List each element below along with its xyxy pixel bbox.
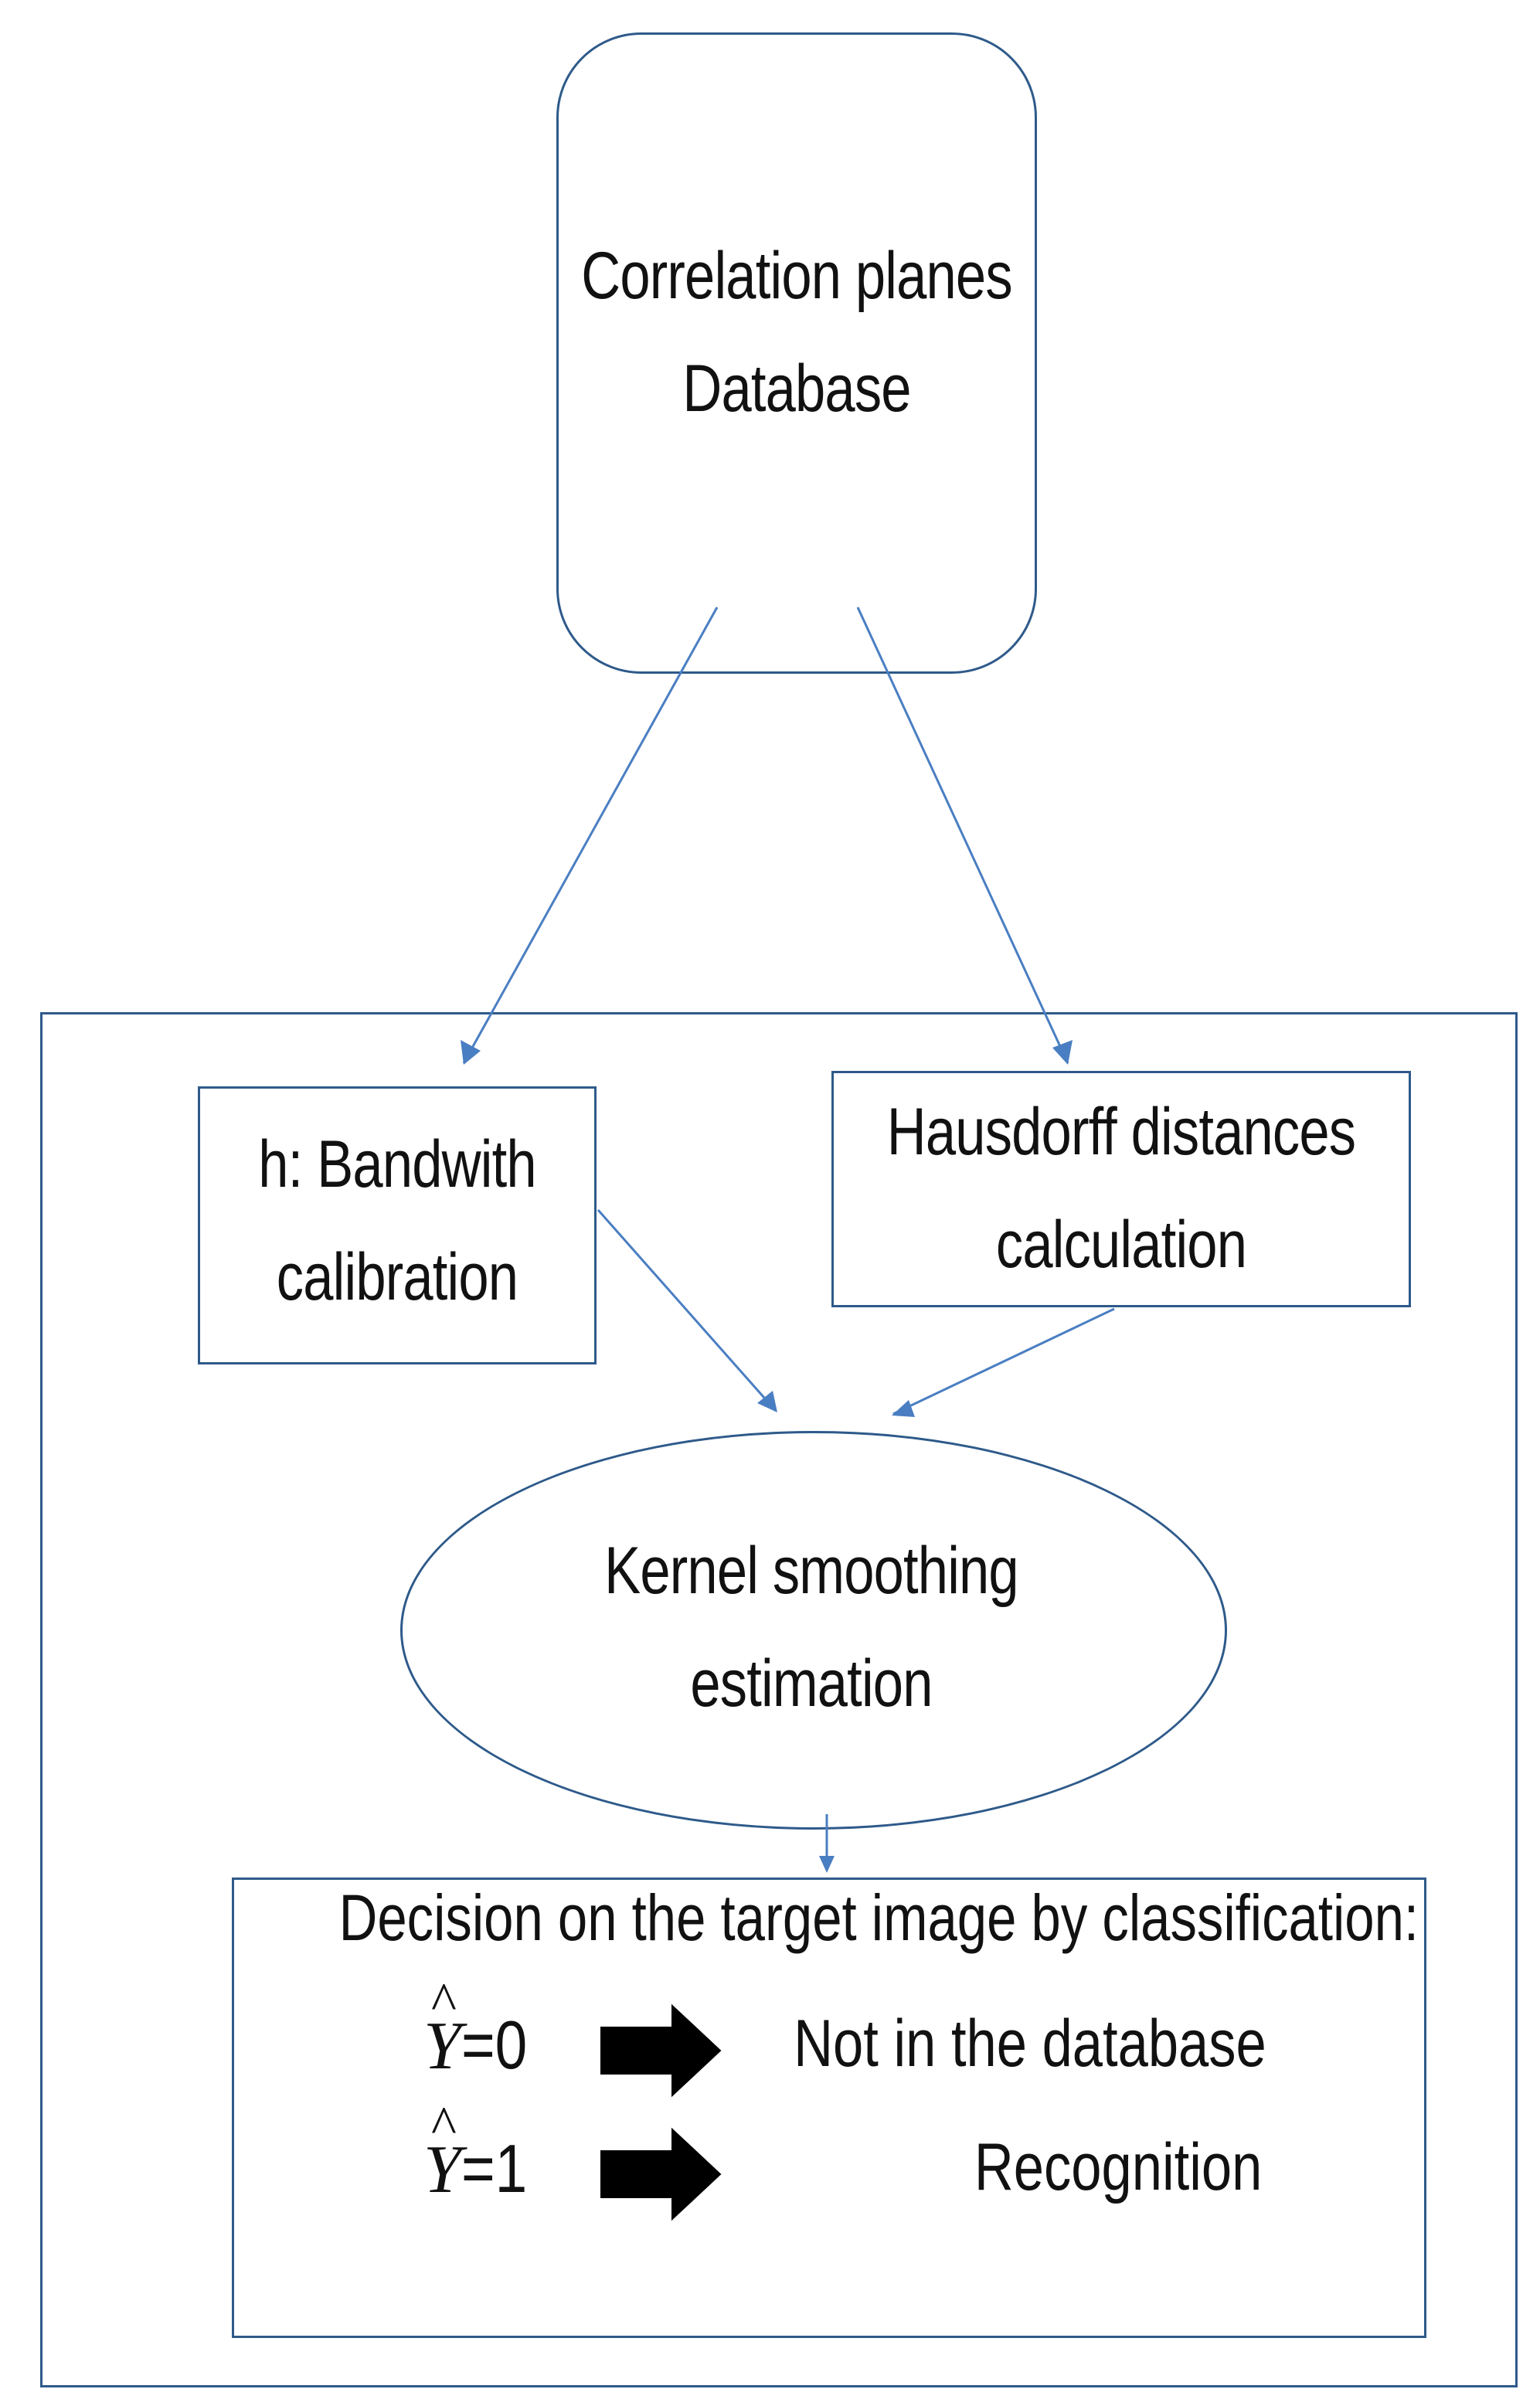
edge-bandwidth-to-kernel-arrowhead-icon bbox=[757, 1391, 777, 1412]
node-bandwidth bbox=[198, 1086, 597, 1364]
edge-database-to-hausdorff bbox=[856, 607, 1069, 1064]
node-bandwidth-line-1: h: Bandwith bbox=[258, 1127, 536, 1201]
edge-database-to-hausdorff-arrowhead-icon bbox=[1052, 1040, 1073, 1065]
node-kernel bbox=[400, 1431, 1227, 1830]
node-kernel-line-1: Kernel smoothing bbox=[604, 1533, 1019, 1608]
decision-row-1-symbol: ^Y=0 bbox=[423, 1973, 539, 2085]
node-kernel-label: Kernel smoothing estimation bbox=[590, 1511, 1033, 1743]
node-hausdorff-line-1: Hausdorff distances bbox=[886, 1094, 1356, 1169]
edge-database-to-bandwidth-arrowhead-icon bbox=[461, 1040, 481, 1065]
node-bandwidth-label: h: Bandwith calibration bbox=[221, 1105, 573, 1337]
edge-database-to-bandwidth bbox=[462, 607, 719, 1064]
edge-kernel-to-decision-arrowhead-icon bbox=[819, 1856, 835, 1873]
node-database-line-2: Database bbox=[682, 352, 911, 426]
node-hausdorff-label: Hausdorff distances calculation bbox=[845, 1072, 1396, 1304]
edge-hausdorff-to-kernel bbox=[892, 1307, 1115, 1415]
edge-hausdorff-to-kernel-arrowhead-icon bbox=[892, 1400, 915, 1417]
decision-row-2-symbol: ^Y=1 bbox=[423, 2096, 539, 2209]
y-symbol: Y bbox=[423, 2132, 461, 2207]
node-hausdorff-line-2: calculation bbox=[995, 1208, 1247, 1282]
hat-accent: ^ bbox=[431, 1973, 457, 2032]
node-hausdorff bbox=[831, 1071, 1411, 1307]
decision-title: Decision on the target image by classifi… bbox=[338, 1881, 1419, 1954]
decision-row-2-outcome: Recognition bbox=[974, 2130, 1263, 2204]
edge-bandwidth-to-kernel bbox=[597, 1209, 777, 1412]
block-arrow-right-icon bbox=[600, 2127, 722, 2221]
y-symbol: Y bbox=[423, 2009, 461, 2084]
decision-row-2-value: =1 bbox=[461, 2130, 528, 2207]
node-database-line-1: Correlation planes bbox=[581, 238, 1012, 313]
hat-accent: ^ bbox=[431, 2096, 457, 2156]
node-bandwidth-line-2: calibration bbox=[276, 1240, 518, 1314]
decision-row-1-outcome: Not in the database bbox=[794, 2007, 1266, 2081]
node-database bbox=[556, 32, 1037, 674]
node-kernel-line-2: estimation bbox=[690, 1646, 933, 1721]
node-database-label: Correlation planes Database bbox=[580, 216, 1012, 448]
decision-row-1-value: =0 bbox=[461, 2007, 528, 2083]
block-arrow-right-icon bbox=[600, 2003, 722, 2098]
node-decision bbox=[232, 1878, 1426, 2338]
